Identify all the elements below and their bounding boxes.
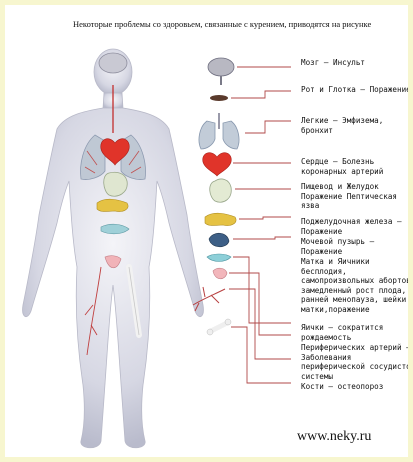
page-title: Некоторые проблемы со здоровьем, связанн…	[73, 19, 373, 30]
bladder-icon	[209, 233, 229, 247]
label-heart: Сердце – Болезнь коронарных артерий	[301, 157, 413, 176]
site-url: www.neky.ru	[297, 429, 371, 445]
stomach-icon	[210, 179, 232, 202]
mouth-icon	[210, 95, 228, 101]
label-stomach: Пищевод и Желудок Поражение Пептическая …	[301, 182, 413, 211]
connector-lines	[229, 67, 291, 383]
label-pancreas: Поджелудочная железа – Поражение	[301, 217, 413, 236]
label-testes: Яички – сократится рождаемость	[301, 323, 413, 342]
label-uterus: Матка и Яичники бесплодия, самопроизволь…	[301, 257, 413, 315]
brain-icon	[208, 58, 234, 76]
heart-icon	[203, 153, 232, 176]
testes-icon	[213, 268, 227, 279]
label-bones: Кости – остеопороз	[301, 382, 413, 392]
pancreas-icon	[205, 213, 236, 225]
label-arteries: Периферических артерий – Заболевания пер…	[301, 343, 413, 381]
bone-icon	[207, 319, 231, 335]
lungs-icon	[199, 113, 239, 149]
label-brain: Мозг – Инсульт	[301, 58, 413, 68]
uterus-icon	[207, 254, 231, 262]
label-mouth: Рот и Глотка – Поражение	[301, 85, 413, 95]
label-lungs: Легкие – Эмфизема, бронхит	[301, 116, 413, 135]
brain-in-head	[99, 53, 127, 73]
label-bladder: Мочевой пузырь – Поражение	[301, 237, 413, 256]
